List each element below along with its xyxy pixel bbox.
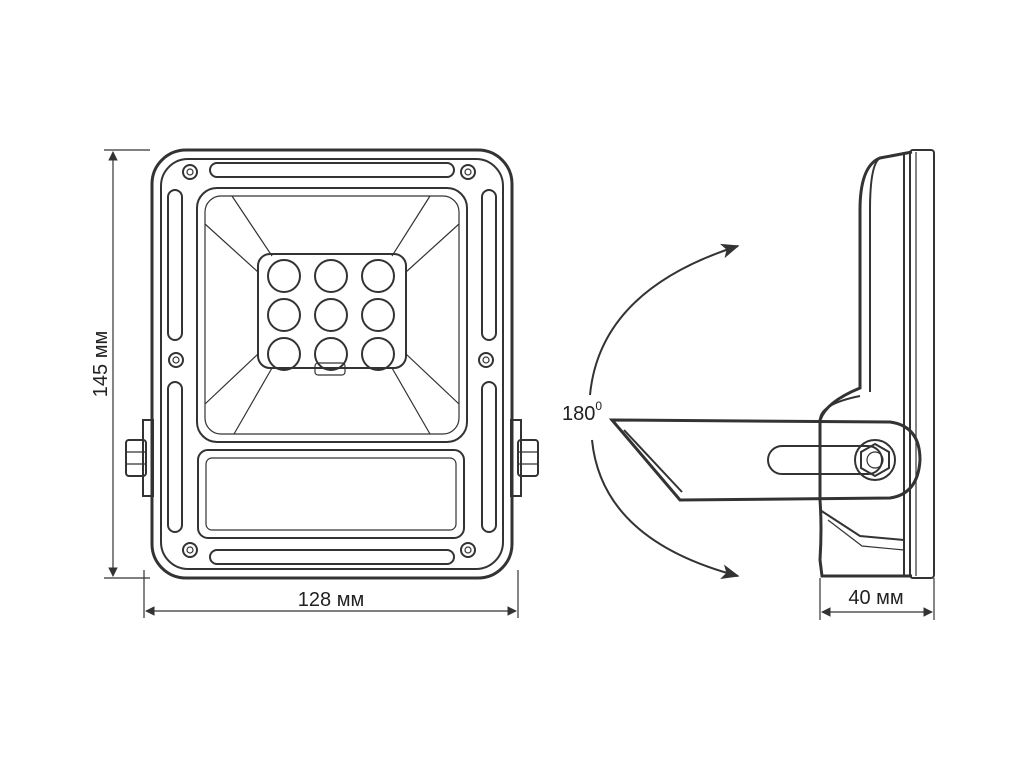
depth-dimension xyxy=(819,578,935,620)
led-grid xyxy=(267,259,395,371)
top-slot xyxy=(209,162,455,178)
led-chip xyxy=(314,259,348,293)
width-label: 128 мм xyxy=(298,589,364,611)
rotation-arc-lower xyxy=(591,439,740,580)
right-slot-lower xyxy=(481,381,497,533)
led-connector xyxy=(314,362,346,376)
width-dimension xyxy=(143,570,519,618)
left-slot-lower xyxy=(167,381,183,533)
rotation-arc-upper xyxy=(589,243,740,396)
led-module xyxy=(257,253,407,369)
housing-inner xyxy=(160,158,504,570)
led-chip xyxy=(267,259,301,293)
screw-bottom-right xyxy=(460,542,476,558)
height-dimension xyxy=(104,149,150,579)
mount-nut-right xyxy=(510,419,539,497)
rotation-angle-unit: 0 xyxy=(595,399,602,413)
reflector-inner xyxy=(204,195,460,435)
side-housing xyxy=(818,150,913,578)
right-slot xyxy=(481,189,497,341)
screw-mid-left xyxy=(168,352,184,368)
screw-mid-right xyxy=(478,352,494,368)
rotation-angle-value: 180 xyxy=(562,403,595,425)
screw-bottom-left xyxy=(182,542,198,558)
led-chip xyxy=(361,298,395,332)
housing-outer xyxy=(150,148,514,580)
led-chip xyxy=(314,298,348,332)
led-chip xyxy=(361,259,395,293)
led-chip xyxy=(267,337,301,371)
mount-bracket xyxy=(608,418,922,502)
reflector-outer xyxy=(196,187,468,443)
side-front-frame xyxy=(909,149,935,579)
front-view: 145 мм 128 мм xyxy=(90,148,539,618)
hinge-bolt xyxy=(854,439,896,481)
height-label: 145 мм xyxy=(90,331,112,397)
label-panel-inner xyxy=(205,457,457,531)
screw-top-right xyxy=(460,164,476,180)
bottom-slot xyxy=(209,549,455,565)
bracket-slot xyxy=(767,445,883,475)
led-chip xyxy=(314,337,348,371)
side-view: 1800 40 мм xyxy=(562,149,935,620)
reflector-ribs xyxy=(204,195,460,435)
mount-nut-left xyxy=(125,419,154,497)
depth-label: 40 мм xyxy=(848,587,903,609)
led-chip xyxy=(267,298,301,332)
screw-top-left xyxy=(182,164,198,180)
rotation-angle-label: 1800 xyxy=(562,399,602,425)
led-chip xyxy=(361,337,395,371)
left-slot xyxy=(167,189,183,341)
label-panel-outer xyxy=(197,449,465,539)
